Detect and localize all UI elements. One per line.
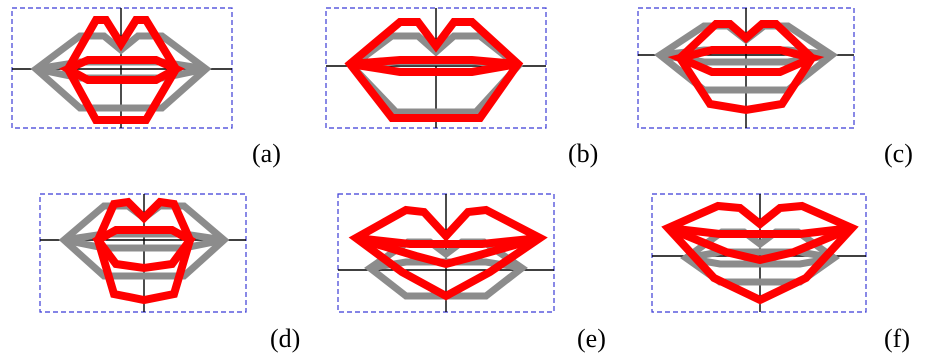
- panel-b-expression-lips: [350, 22, 518, 118]
- panel-a: (a): [12, 8, 281, 168]
- panel-b: (b): [326, 8, 598, 168]
- panel-e: (e): [338, 194, 606, 353]
- panel-a-expression-inner-contour: [68, 60, 176, 80]
- panel-b-label: (b): [568, 139, 598, 168]
- panel-d-label: (d): [270, 324, 300, 353]
- panel-c-label: (c): [884, 139, 913, 168]
- panel-f: (f): [652, 194, 910, 353]
- panel-e-label: (e): [577, 324, 606, 353]
- panel-f-label: (f): [884, 324, 910, 353]
- panel-b-expression-inner-upper: [350, 60, 518, 64]
- panel-a-label: (a): [252, 139, 281, 168]
- panel-d: (d): [40, 194, 300, 353]
- panel-c: (c): [638, 8, 913, 168]
